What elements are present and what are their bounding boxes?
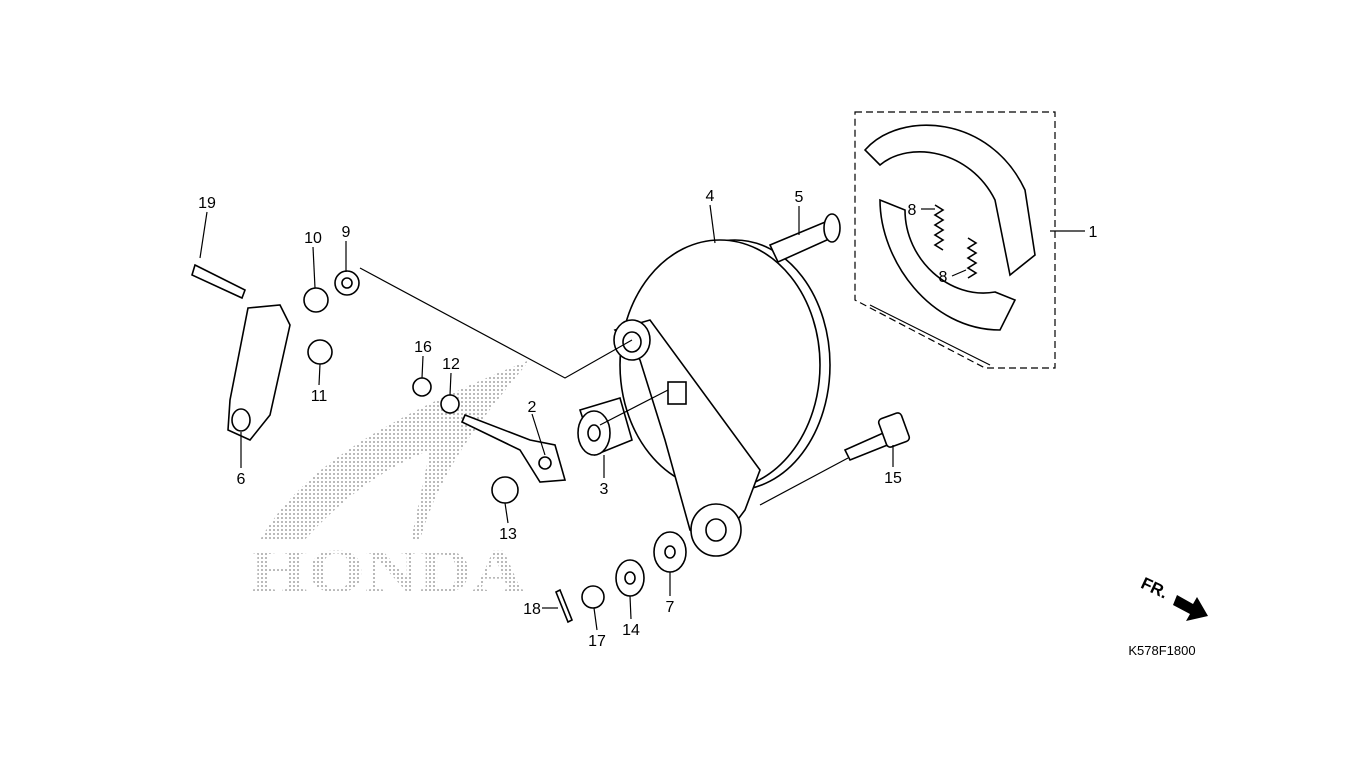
callout-6: 6 (237, 471, 246, 488)
callout-17: 17 (588, 633, 606, 650)
callout-3: 3 (600, 481, 609, 498)
callout-8b: 8 (939, 269, 948, 286)
brake-rod-joint (460, 413, 567, 483)
diagram-code: K578F1800 (1128, 643, 1195, 658)
callout-14: 14 (622, 622, 640, 639)
washer-hole (341, 277, 353, 289)
front-direction-indicator: FR. (1138, 574, 1208, 621)
arrow-right-down-icon (1173, 595, 1208, 621)
callout-4: 4 (706, 188, 715, 205)
adjusting-nut (491, 476, 519, 504)
callout-labels: 1 2 3 4 5 6 7 8 8 9 10 11 12 13 14 15 16… (198, 188, 1097, 650)
callout-18: 18 (523, 601, 541, 618)
callout-12: 12 (442, 356, 460, 373)
callout-15: 15 (884, 470, 902, 487)
brake-panel (613, 239, 831, 557)
callout-16: 16 (414, 339, 432, 356)
brake-rod-joint-hole (538, 456, 552, 470)
callout-19: 19 (198, 195, 216, 212)
spacer (577, 397, 633, 457)
plain-washer-hole (624, 571, 636, 585)
axle-nut (581, 585, 605, 609)
nut (307, 339, 333, 365)
callout-8a: 8 (908, 202, 917, 219)
front-label: FR. (1138, 574, 1171, 603)
indicator-plate (303, 287, 329, 313)
cotter-pin (554, 588, 574, 624)
callout-10: 10 (304, 230, 322, 247)
brake-arm (227, 304, 291, 441)
bolt-head (877, 412, 911, 448)
honda-wordmark: HONDA (250, 538, 525, 606)
arm-bolt (191, 263, 247, 300)
brake-shoe-group-box (854, 111, 1056, 369)
nut-small (412, 377, 432, 397)
callout-2: 2 (528, 399, 537, 416)
callout-11: 11 (311, 388, 328, 405)
callout-7: 7 (666, 599, 675, 616)
callout-5: 5 (795, 189, 804, 206)
honda-logo-watermark: HONDA (250, 360, 530, 606)
callout-1: 1 (1089, 224, 1098, 241)
brake-arm-hole (231, 408, 251, 432)
nut-12 (440, 394, 460, 414)
callout-9: 9 (342, 224, 351, 241)
brake-cam-head (823, 213, 841, 243)
dust-seal-hole (664, 545, 676, 559)
callout-13: 13 (499, 526, 517, 543)
leader-lines (199, 204, 1085, 631)
brake-shoe-set (863, 124, 1036, 331)
